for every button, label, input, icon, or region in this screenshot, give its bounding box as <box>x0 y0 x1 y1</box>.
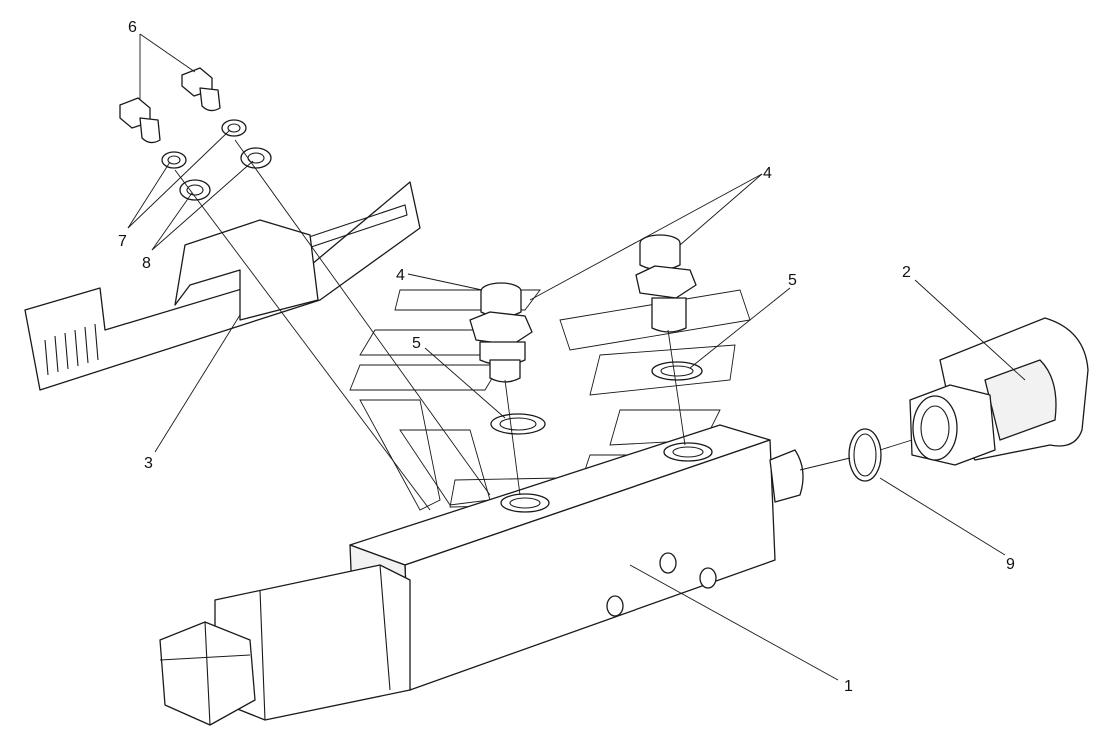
callout-7: 7 <box>118 233 127 250</box>
callout-4-left: 4 <box>396 267 405 284</box>
valve-body-part-1 <box>159 424 804 726</box>
seal-washers-part-5 <box>490 361 703 435</box>
assembly-axis-lines <box>174 139 913 511</box>
callout-4-right: 4 <box>763 165 772 182</box>
callout-8: 8 <box>142 255 151 272</box>
coupling-part-2 <box>909 317 1089 466</box>
fitting-part-4-right <box>635 234 697 333</box>
callout-2: 2 <box>902 264 911 281</box>
callout-labels: 6 7 8 3 4 4 5 5 2 9 1 <box>118 19 1015 695</box>
callout-3: 3 <box>144 455 153 472</box>
callout-6: 6 <box>128 19 137 36</box>
washers-part-7-8 <box>161 119 272 201</box>
callout-5-right: 5 <box>788 272 797 289</box>
callout-9: 9 <box>1006 556 1015 573</box>
callout-5-left: 5 <box>412 335 421 352</box>
bolts-part-6 <box>119 67 221 144</box>
leader-lines <box>127 33 1026 681</box>
bracket-part-3 <box>24 181 421 391</box>
callout-1: 1 <box>844 678 853 695</box>
o-ring-part-9 <box>848 428 882 482</box>
fitting-part-4-left <box>469 282 533 383</box>
